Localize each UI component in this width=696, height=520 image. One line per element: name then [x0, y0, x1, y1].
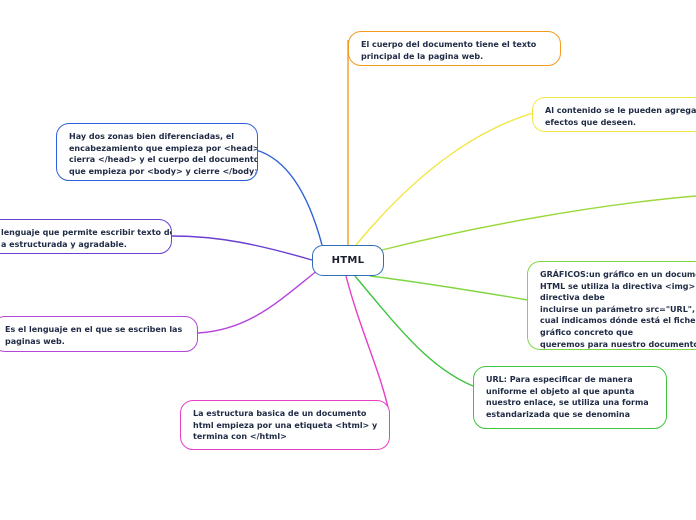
node-estructura-line-1: La estructura basica de un documento	[193, 409, 367, 418]
node-url-line-4: estandarizada que se denomina	[486, 409, 631, 419]
node-graficos-line-4: incluirse un parámetro src="URL", con	[540, 304, 696, 314]
node-zonas-line-1: Hay dos zonas bien diferenciadas, el	[69, 132, 234, 141]
node-permite[interactable]: lenguaje que permite escribir texto de a…	[0, 219, 172, 254]
node-url-line-3: nuestro enlace, se utiliza una forma	[486, 398, 649, 408]
node-estructura-line-2: html empieza por una etiqueta <html> y	[193, 420, 378, 430]
node-graficos-line-7: queremos para nuestro documento	[540, 339, 696, 349]
node-graficos-line-6: gráfico concreto que	[540, 327, 634, 337]
node-efectos-line-1: Al contenido se le pueden agregar los	[545, 106, 696, 115]
node-url-line-1: URL: Para especificar de manera	[486, 375, 633, 384]
node-estructura[interactable]: La estructura basica de un documento htm…	[180, 400, 390, 450]
connector-graficos	[369, 275, 529, 301]
node-escriben-line-2: paginas web.	[5, 336, 65, 346]
node-zonas-line-2: encabezamiento que empieza por <head> y	[69, 143, 258, 153]
connector-efectos	[355, 110, 541, 246]
connector-permite	[171, 235, 313, 261]
central-topic-html[interactable]: HTML	[312, 245, 384, 276]
node-zonas-line-4: que empieza por <body> y cierre </body>	[69, 166, 258, 176]
node-permite-line-2: a estructurada y agradable.	[1, 239, 127, 249]
node-zonas[interactable]: Hay dos zonas bien diferenciadas, el enc…	[56, 123, 258, 181]
connector-escriben	[197, 269, 319, 334]
node-url[interactable]: URL: Para especificar de manera uniforme…	[473, 366, 667, 429]
connector-edge-right	[381, 195, 696, 251]
node-graficos-line-3: directiva debe	[540, 293, 605, 303]
node-graficos-line-5: cual indicamos dónde está el fichero co	[540, 316, 696, 326]
node-efectos-line-2: efectos que deseen.	[545, 117, 637, 127]
node-escriben-line-1: Es el lenguaje en el que se escriben las	[5, 325, 183, 334]
node-estructura-line-3: termina con </html>	[193, 432, 287, 442]
node-escriben[interactable]: Es el lenguaje en el que se escriben las…	[0, 316, 198, 352]
connector-zonas	[255, 149, 323, 246]
node-cuerpo-line-2: principal de la pagina web.	[361, 51, 484, 61]
node-graficos-line-2: HTML se utiliza la directiva <img>. En d	[540, 281, 696, 291]
connector-url	[354, 275, 474, 387]
node-efectos[interactable]: Al contenido se le pueden agregar los ef…	[532, 97, 696, 132]
node-zonas-line-3: cierra </head> y el cuerpo del documento	[69, 155, 258, 165]
node-graficos-line-1: GRÁFICOS:un gráfico en un documento	[540, 270, 696, 279]
node-cuerpo-line-1: El cuerpo del documento tiene el texto	[361, 40, 537, 49]
node-graficos[interactable]: GRÁFICOS:un gráfico en un documento HTML…	[527, 261, 696, 350]
node-cuerpo[interactable]: El cuerpo del documento tiene el texto p…	[348, 31, 561, 66]
connector-estructura	[345, 275, 390, 413]
node-permite-line-1: lenguaje que permite escribir texto de	[1, 228, 172, 237]
central-topic-label: HTML	[331, 255, 365, 266]
node-url-line-2: uniforme el objeto al que apunta	[486, 386, 635, 396]
